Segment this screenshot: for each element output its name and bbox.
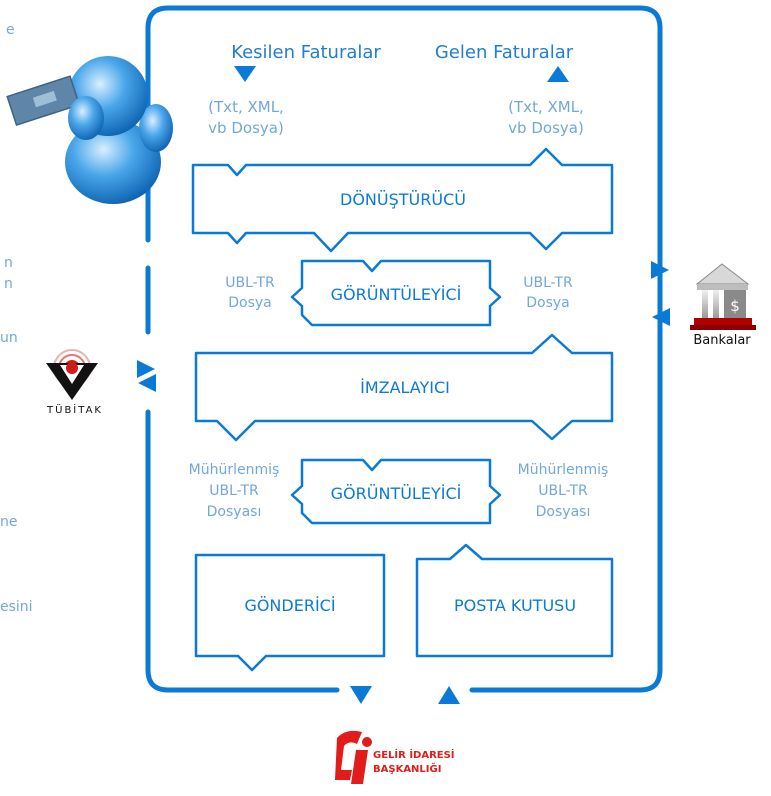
side-fragment-3: n bbox=[4, 276, 13, 292]
received-up-arrow-icon bbox=[547, 66, 569, 82]
received-invoices-label: Gelen Faturalar bbox=[435, 42, 574, 63]
mailbox-label: POSTA KUTUSU bbox=[454, 596, 576, 615]
sender-box bbox=[194, 553, 386, 672]
converter-label: DÖNÜŞTÜRÜCÜ bbox=[340, 190, 466, 209]
to-bank-arrow-icon bbox=[651, 261, 669, 279]
file-note-right-2: vb Dosya) bbox=[508, 119, 584, 137]
bank-icon: $ bbox=[690, 263, 756, 330]
main-frame bbox=[145, 5, 663, 693]
sealed-left-1: Mühürlenmiş bbox=[189, 462, 280, 478]
tubitak-logo bbox=[46, 349, 98, 400]
sealed-left-2: UBL-TR bbox=[209, 483, 259, 499]
mailbox-box bbox=[415, 543, 614, 658]
viewer-2-label: GÖRÜNTÜLEYİCİ bbox=[331, 484, 462, 503]
side-fragment-4: un bbox=[0, 330, 18, 346]
sealed-right-1: Mühürlenmiş bbox=[518, 462, 609, 478]
ubl-left-2: Dosya bbox=[228, 295, 272, 311]
sealed-right-3: Dosyası bbox=[536, 504, 591, 520]
from-gib-arrow-icon bbox=[438, 686, 460, 704]
to-gib-arrow-icon bbox=[350, 686, 372, 704]
from-tubitak-arrow-icon bbox=[138, 374, 156, 392]
file-notes: (Txt, XML, vb Dosya) (Txt, XML, vb Dosya… bbox=[208, 98, 584, 137]
side-fragment-1: e bbox=[6, 22, 15, 38]
ubl-notes: UBL-TR Dosya UBL-TR Dosya Mühürlenmiş UB… bbox=[189, 275, 609, 520]
sent-invoices-label: Kesilen Faturalar bbox=[231, 42, 381, 63]
side-fragment-6: esini bbox=[0, 599, 33, 615]
file-note-right-1: (Txt, XML, bbox=[508, 98, 584, 116]
bank-label: Bankalar bbox=[693, 333, 751, 348]
file-note-left-2: vb Dosya) bbox=[208, 119, 284, 137]
user-avatar-icon bbox=[6, 56, 173, 204]
to-tubitak-arrow-icon bbox=[137, 360, 155, 378]
ubl-right-2: Dosya bbox=[526, 295, 570, 311]
converter-box bbox=[191, 147, 614, 253]
from-bank-arrow-icon bbox=[652, 308, 670, 326]
viewer-1-label: GÖRÜNTÜLEYİCİ bbox=[331, 285, 462, 304]
tubitak-label: TÜBİTAK bbox=[46, 403, 103, 416]
gib-logo bbox=[335, 730, 372, 784]
gib-line-1: GELİR İDARESİ bbox=[373, 747, 455, 761]
signer-label: İMZALAYICI bbox=[360, 378, 450, 397]
viewer-1-box bbox=[290, 259, 502, 327]
viewer-2-box bbox=[290, 458, 502, 525]
side-fragment-5: ne bbox=[0, 514, 18, 530]
sealed-left-3: Dosyası bbox=[207, 504, 262, 520]
gib-line-2: BAŞKANLIĞI bbox=[373, 762, 441, 775]
sent-down-arrow-icon bbox=[234, 66, 256, 82]
side-fragment-2: n bbox=[4, 255, 13, 271]
bank-dollar-sign: $ bbox=[730, 297, 740, 315]
sealed-right-2: UBL-TR bbox=[538, 483, 588, 499]
cropped-side-text: e n n un ne esini bbox=[0, 22, 33, 615]
ubl-left-1: UBL-TR bbox=[225, 275, 275, 291]
file-note-left-1: (Txt, XML, bbox=[208, 98, 284, 116]
ubl-right-1: UBL-TR bbox=[523, 275, 573, 291]
signer-box bbox=[194, 333, 614, 442]
sender-label: GÖNDERİCİ bbox=[244, 596, 335, 615]
